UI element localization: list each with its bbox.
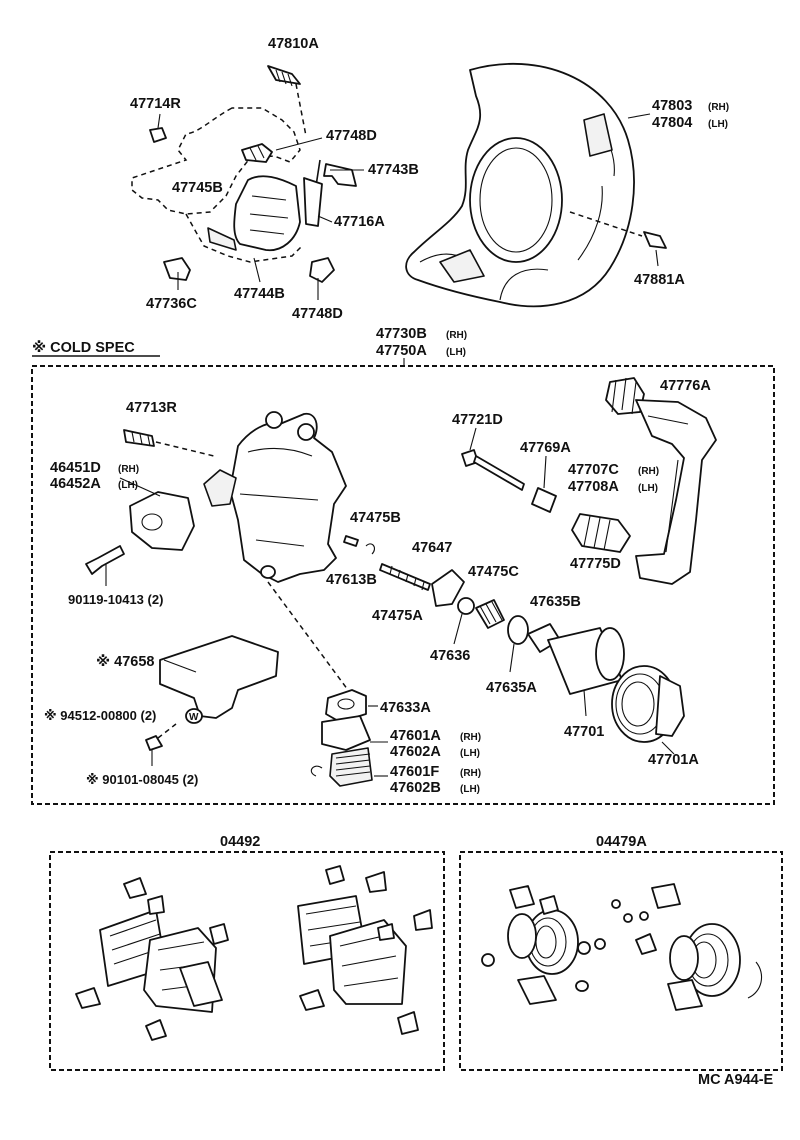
label-47748D-upper: 47748D: [326, 128, 377, 144]
spring-47716A: [303, 177, 323, 227]
cold-spec-heading: ※ COLD SPEC: [32, 340, 135, 356]
label-47748D-lower: 47748D: [292, 306, 343, 322]
clip-47714R: [149, 127, 167, 143]
shim-47658: [159, 635, 279, 719]
clip-47748D-upper: [241, 143, 273, 163]
seal-kit-drawing: [481, 883, 763, 1011]
label-47881A: 47881A: [634, 272, 685, 288]
label-47475C: 47475C: [468, 564, 519, 580]
bolt-47721D: [461, 427, 525, 491]
label-04479A: 04479A: [596, 834, 647, 850]
label-47635B: 47635B: [530, 594, 581, 610]
clip-47736C: [163, 257, 191, 281]
torque-plate-47707C: [635, 399, 717, 585]
bolt-90119: [85, 545, 125, 586]
label-46452A-side: (LH): [118, 480, 138, 491]
label-47635A: 47635A: [486, 680, 537, 696]
label-47475B: 47475B: [350, 510, 401, 526]
spring-47475A: [379, 563, 431, 591]
disc-dust-cover: [405, 62, 667, 308]
label-47713R: 47713R: [126, 400, 177, 416]
label-47803: 47803: [652, 98, 692, 114]
label-47750A: 47750A: [376, 343, 427, 359]
label-47602A: 47602A: [390, 744, 441, 760]
label-90101: ※ 90101-08045 (2): [86, 772, 198, 787]
label-47775D: 47775D: [570, 556, 621, 572]
cylinder-assembly: [310, 689, 388, 787]
label-47701: 47701: [564, 724, 604, 740]
bolt-47881A: [643, 231, 667, 249]
screw-90101: [145, 723, 177, 766]
label-47721D: 47721D: [452, 412, 503, 428]
nut-47636: [453, 597, 475, 645]
label-47633A: 47633A: [380, 700, 431, 716]
label-47776A: 47776A: [660, 378, 711, 394]
label-47701A: 47701A: [648, 752, 699, 768]
label-47707C: 47707C: [568, 462, 619, 478]
label-47636: 47636: [430, 648, 470, 664]
label-94512: ※ 94512-00800 (2): [44, 708, 156, 723]
label-47769A: 47769A: [520, 440, 571, 456]
label-47810A: 47810A: [268, 36, 319, 52]
diagram-code: MC A944-E: [698, 1072, 774, 1088]
label-47601A-side: (RH): [460, 732, 481, 743]
pad-47744B: [233, 175, 301, 252]
label-47602B-side: (LH): [460, 784, 480, 795]
label-47658: ※ 47658: [96, 654, 154, 670]
label-47804-side: (LH): [708, 119, 728, 130]
boot-47776A: [605, 377, 645, 415]
spring-47475C: [475, 599, 505, 629]
label-47601F: 47601F: [390, 764, 439, 780]
bracket-assembly-drawing: [131, 65, 364, 300]
label-47736C: 47736C: [146, 296, 197, 312]
caliper-assembly-box: [31, 365, 775, 805]
label-47647: 47647: [412, 540, 452, 556]
label-90119: 90119-10413 (2): [68, 592, 163, 607]
label-47745B: 47745B: [172, 180, 223, 196]
pad-kit-drawing: [75, 865, 433, 1041]
label-47708A-side: (LH): [638, 483, 658, 494]
label-47601F-side: (RH): [460, 768, 481, 779]
plate-47647: [431, 569, 465, 607]
label-46451D: 46451D: [50, 460, 101, 476]
sleeve-47769A: [531, 455, 557, 513]
label-47613B: 47613B: [326, 572, 377, 588]
label-47475A: 47475A: [372, 608, 423, 624]
label-47714R: 47714R: [130, 96, 181, 112]
label-47744B: 47744B: [234, 286, 285, 302]
bolt-47810A: [267, 65, 307, 137]
label-47730B: 47730B: [376, 326, 427, 342]
caliper-assembly-drawing: W: [85, 377, 717, 787]
label-47716A: 47716A: [334, 214, 385, 230]
piston-47701: [547, 627, 625, 717]
label-46452A: 46452A: [50, 476, 101, 492]
washer-glyph: W: [189, 712, 199, 723]
label-47602A-side: (LH): [460, 748, 480, 759]
label-47803-side: (RH): [708, 102, 729, 113]
label-04492: 04492: [220, 834, 260, 850]
clip-47475B: [365, 543, 375, 555]
seal-kit-box: [459, 851, 783, 1071]
mounting-bracket: [131, 107, 301, 215]
label-47750A-side: (LH): [446, 347, 466, 358]
boot-47701A: [611, 665, 685, 755]
bracket-46451D: [119, 477, 195, 551]
label-47730B-side: (RH): [446, 330, 467, 341]
ring-47635A: [507, 615, 529, 673]
label-47707C-side: (RH): [638, 466, 659, 477]
bleeder-47713R: [123, 429, 215, 457]
label-46451D-side: (RH): [118, 464, 139, 475]
boot-47775D: [571, 513, 631, 553]
label-47602B: 47602B: [390, 780, 441, 796]
label-47601A: 47601A: [390, 728, 441, 744]
pin-47613B: [343, 535, 359, 547]
clip-47748D-lower: [309, 257, 335, 300]
pad-kit-box: [49, 851, 445, 1071]
label-47708A: 47708A: [568, 479, 619, 495]
label-47743B: 47743B: [368, 162, 419, 178]
label-47804: 47804: [652, 115, 692, 131]
washer-94512: W: [185, 708, 203, 724]
